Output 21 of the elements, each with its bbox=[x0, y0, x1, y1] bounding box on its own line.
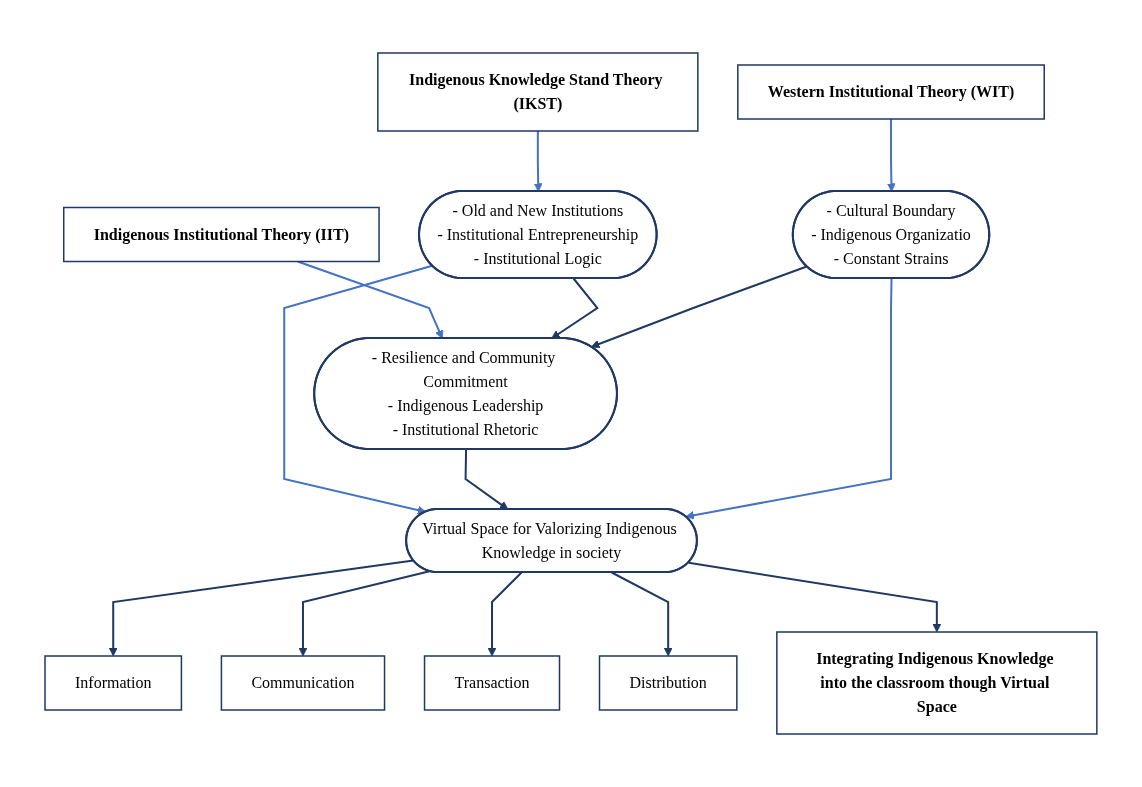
node-box: Indigenous Knowledge Stand Theory (IKST) bbox=[377, 52, 699, 132]
arrow bbox=[464, 448, 509, 510]
node-box: Western Institutional Theory (WIT) bbox=[737, 64, 1046, 120]
arrow bbox=[610, 571, 673, 657]
arrow bbox=[533, 130, 543, 192]
arrow bbox=[296, 260, 444, 339]
arrow bbox=[685, 277, 893, 520]
arrow bbox=[298, 570, 431, 657]
arrow bbox=[687, 561, 942, 633]
node-box: Distribution bbox=[598, 655, 738, 711]
node-box: Integrating Indigenous Knowledge into the classroom though Virtual Space bbox=[776, 631, 1098, 735]
node-box: Transaction bbox=[423, 655, 561, 711]
arrow bbox=[551, 277, 599, 339]
arrow bbox=[108, 559, 415, 657]
arrow bbox=[887, 118, 896, 192]
arrow bbox=[591, 265, 808, 349]
arrow bbox=[487, 571, 523, 657]
node-box: Indigenous Institutional Theory (IIT) bbox=[63, 206, 380, 263]
node-box: Communication bbox=[220, 655, 386, 711]
arrow bbox=[283, 264, 434, 515]
node-box: Information bbox=[44, 655, 183, 711]
